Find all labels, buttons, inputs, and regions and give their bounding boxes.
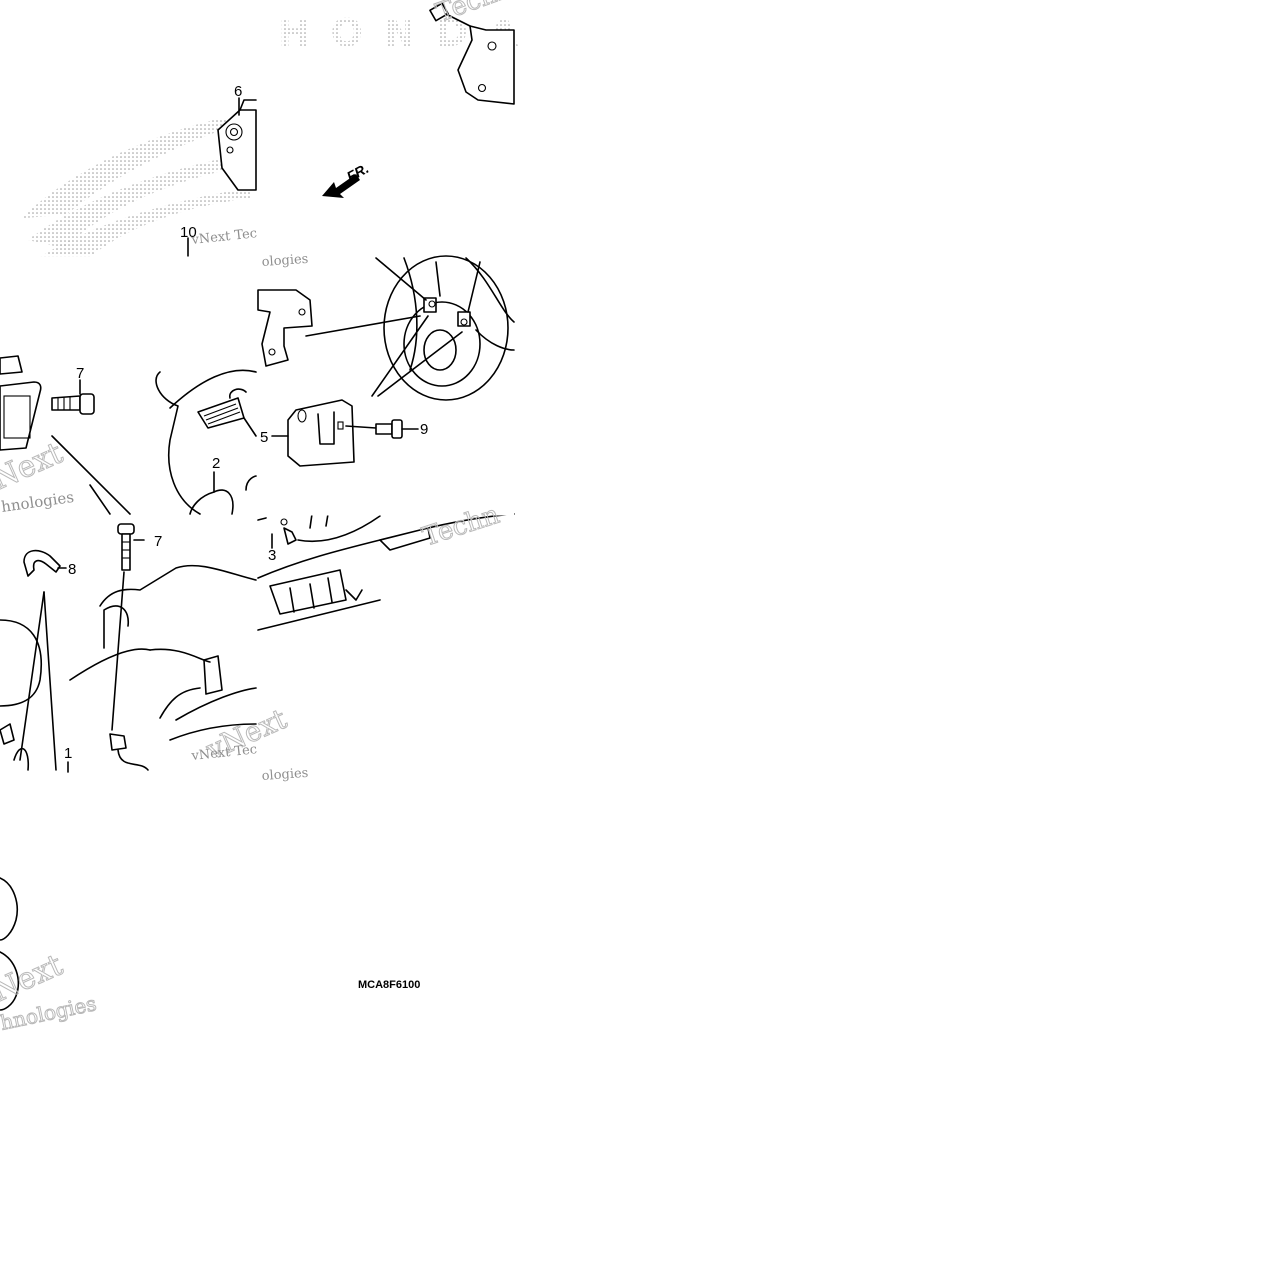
callout-7-bottom: 7 [154,533,162,550]
watermark-text-b2: ologies [261,766,309,784]
fork-mount [375,257,481,327]
cover-part-5 [271,399,355,467]
screw-part-7a [51,379,95,415]
callout-1: 1 [64,745,72,762]
tile-separators [0,256,514,516]
control-unit-housing [0,381,42,451]
callout-6: 6 [234,83,242,100]
callout-8: 8 [68,561,76,578]
tile-top-left [187,97,257,259]
watermark-text-d: Techn [419,500,503,553]
fairing-outline [155,371,201,515]
diagram-code: MCA8F6100 [358,979,420,991]
callout-9: 9 [420,421,428,438]
support-bracket [257,289,313,367]
screw-part-7b [111,523,145,731]
tile-bottom-right [257,513,515,631]
watermark-text-a2: vNext Tec [190,742,258,764]
honda-wing-logo: HONDA [22,11,519,257]
callouts: 1 2 3 5 6 7 7 8 9 10 [64,83,428,762]
bolt-part-9 [345,419,419,439]
callout-2: 2 [212,455,220,472]
watermark-text-a: vNext Tec [190,226,258,248]
mounting-plate [457,25,515,105]
callout-10: 10 [180,224,197,241]
tile-bottom-fragment [0,877,20,1011]
callout-7-top: 7 [76,365,84,382]
callout-3: 3 [268,547,276,564]
tile-bottom-left [0,523,257,773]
watermark: vNext Tec ologies Next hnologies Techn v… [0,0,605,1035]
callout-5: 5 [260,429,268,446]
seat-outline [0,619,42,707]
clamp-part-8 [19,549,67,771]
bracket-hole-icon [225,123,243,141]
front-direction-arrow: FR. [322,160,371,198]
tile-middle-right [257,255,515,467]
front-wheel [383,255,515,401]
tile-middle-left [0,355,257,515]
bolt-icon [429,2,471,27]
watermark-text-b: ologies [261,252,309,270]
